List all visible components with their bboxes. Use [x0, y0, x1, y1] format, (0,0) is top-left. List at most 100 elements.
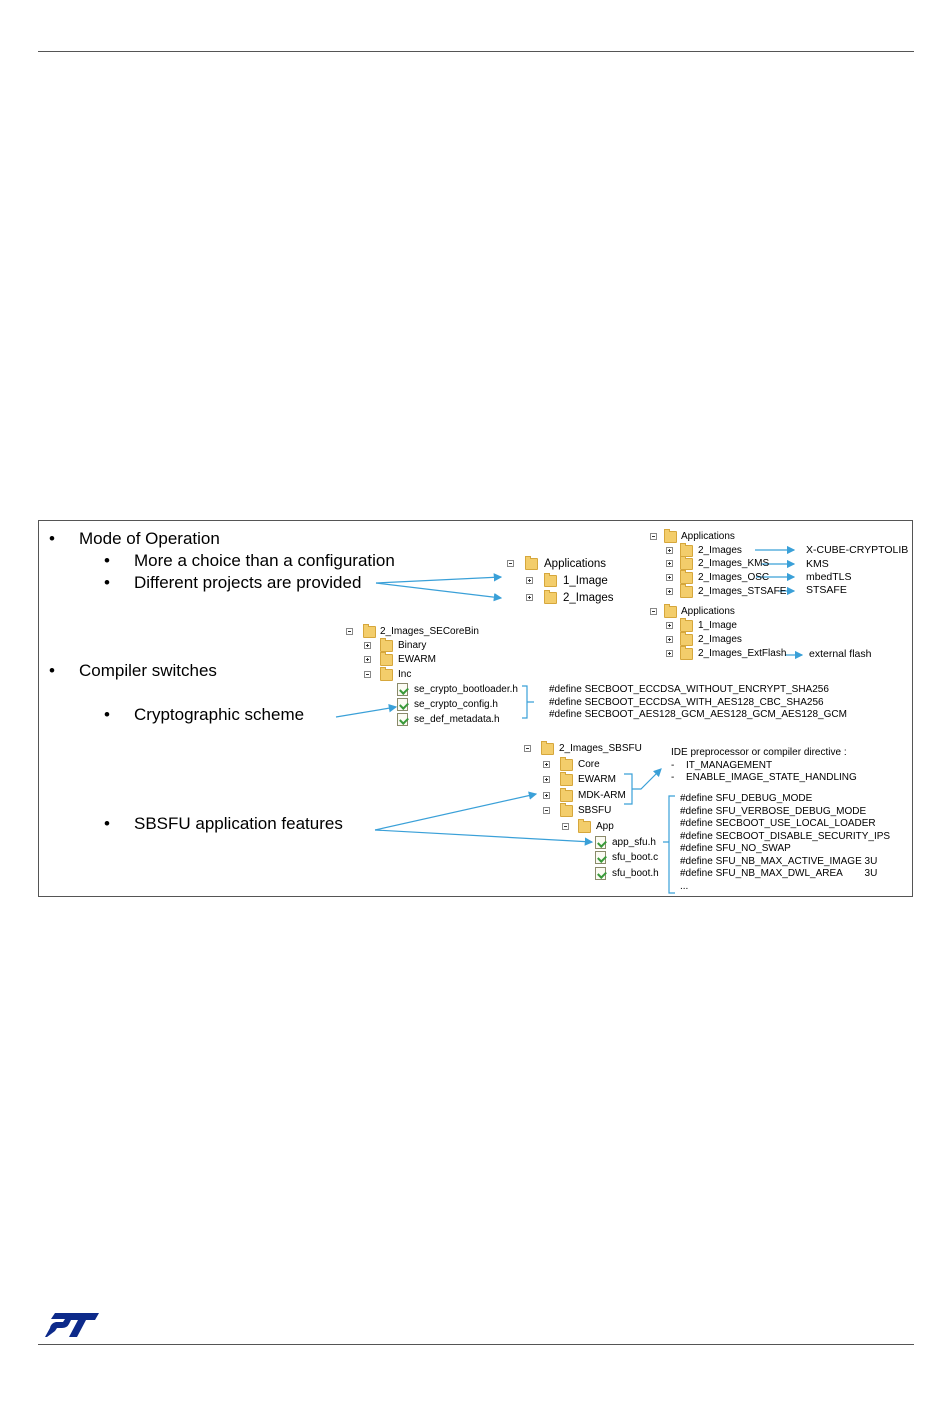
expand-icon [666, 560, 673, 567]
bullet-text-crypto: Cryptographic scheme [134, 705, 305, 724]
collapse-icon [543, 807, 550, 814]
folder-icon [380, 652, 393, 666]
folder-icon [560, 803, 573, 817]
tree-label: sfu_boot.c [612, 852, 659, 863]
target-stsafe: STSAFE [806, 584, 847, 596]
sfu-defines: #define SFU_DEBUG_MODE #define SFU_VERBO… [680, 793, 890, 893]
bullet-marker: • [104, 705, 110, 724]
header-file-icon [397, 698, 408, 711]
footer-rule [38, 1344, 914, 1345]
collapse-icon [562, 823, 569, 830]
arrow-sbsfu-mdkarm [374, 791, 538, 831]
tree-label: Binary [398, 640, 427, 651]
tree-label: 2_Images [698, 545, 742, 556]
st-logo [45, 1313, 99, 1337]
folder-icon [363, 624, 376, 638]
bullet-text-compiler: Compiler switches [79, 661, 217, 680]
dash: - [671, 759, 675, 771]
bracket-crypto [522, 685, 534, 719]
bullet-text-projects: Different projects are provided [134, 573, 362, 592]
bracket-ewarm-mdk [624, 769, 661, 805]
define-line: #define SFU_NB_MAX_DWL_AREA 3U [680, 868, 878, 879]
folder-icon [560, 772, 573, 786]
folder-icon [578, 819, 591, 833]
define-line: #define SFU_DEBUG_MODE [680, 793, 813, 804]
folder-icon [525, 556, 538, 570]
tree-label: 2_Images_SECoreBin [380, 626, 479, 637]
collapse-icon [650, 533, 657, 540]
folder-icon [680, 543, 693, 557]
expand-icon [666, 588, 673, 595]
tree-label: se_crypto_config.h [414, 699, 498, 710]
bullet-marker: • [49, 529, 55, 548]
tree-label: 1_Image [698, 620, 737, 631]
ellipsis: ... [680, 880, 689, 892]
define-line: #define SFU_VERBOSE_DEBUG_MODE [680, 805, 867, 817]
folder-icon [664, 604, 677, 618]
tree-label: app_sfu.h [612, 837, 656, 848]
header-file-icon [595, 867, 606, 880]
folder-icon [680, 570, 693, 584]
expand-icon [526, 577, 533, 584]
ide-directive: IDE preprocessor or compiler directive :… [671, 747, 857, 785]
expand-icon [543, 792, 550, 799]
expand-icon [666, 622, 673, 629]
tree-label: Inc [398, 669, 412, 680]
define-line: #define SECBOOT_AES128_GCM_AES128_GCM_AE… [549, 709, 847, 720]
arrow-projects-1image [375, 573, 503, 584]
tree-label: sfu_boot.h [612, 868, 659, 879]
ide-item-label: IT_MANAGEMENT [686, 759, 773, 771]
folder-icon [560, 757, 573, 771]
expand-icon [543, 761, 550, 768]
tree-label: MDK-ARM [578, 790, 626, 801]
arrow-crypto-scheme [335, 704, 398, 718]
tree-label: 2_Images_KMS [698, 558, 770, 569]
define-line: #define SECBOOT_ECCDSA_WITH_AES128_CBC_S… [549, 696, 824, 708]
folder-icon [544, 590, 557, 604]
bullet-text-choice: More a choice than a configuration [134, 551, 395, 570]
folder-icon [680, 618, 693, 632]
folder-icon [680, 646, 693, 660]
crypto-defines: #define SECBOOT_ECCDSA_WITHOUT_ENCRYPT_S… [549, 684, 847, 722]
tree-label: Applications [681, 531, 735, 542]
target-kms: KMS [806, 558, 829, 570]
ide-item: - ENABLE_IMAGE_STATE_HANDLING [671, 772, 857, 785]
tree-label: se_crypto_bootloader.h [414, 684, 518, 695]
connector-arrows [335, 545, 804, 894]
tree-label: EWARM [398, 654, 436, 665]
tree-label: Applications [681, 606, 735, 617]
bracket-sfu [663, 795, 675, 894]
folder-icon [680, 632, 693, 646]
folder-icon [380, 667, 393, 681]
tree-label: 2_Images_STSAFE [698, 586, 787, 597]
expand-icon [666, 547, 673, 554]
tree-label: Core [578, 759, 600, 770]
tree-label: 2_Images [563, 592, 614, 604]
target-cryptolib: X-CUBE-CRYPTOLIB [806, 544, 909, 556]
folder-icon [560, 788, 573, 802]
expand-icon [666, 636, 673, 643]
target-external-flash: external flash [809, 648, 872, 660]
ide-item: - IT_MANAGEMENT [671, 760, 847, 773]
collapse-icon [507, 560, 514, 567]
bullet-text-mode: Mode of Operation [79, 529, 220, 548]
header-file-icon [397, 713, 408, 726]
tree-label: 2_Images_OSC [698, 572, 770, 583]
header-file-icon [397, 683, 408, 696]
bullet-marker: • [104, 814, 110, 833]
define-line: #define SECBOOT_USE_LOCAL_LOADER [680, 818, 876, 829]
sbsfu-figure: • Mode of Operation • More a choice than… [38, 520, 913, 897]
tree-label: EWARM [578, 774, 616, 785]
arrow-sbsfu-appsfu [374, 829, 594, 846]
folder-icon [664, 529, 677, 543]
expand-icon [364, 642, 371, 649]
ide-title: IDE preprocessor or compiler directive : [671, 747, 847, 758]
collapse-icon [650, 608, 657, 615]
tree-label: 2_Images_ExtFlash [698, 648, 787, 659]
collapse-icon [346, 628, 353, 635]
tree-label: 2_Images [698, 634, 742, 645]
target-mbedtls: mbedTLS [806, 571, 852, 583]
folder-icon [380, 638, 393, 652]
dash: - [671, 772, 675, 783]
expand-icon [666, 650, 673, 657]
